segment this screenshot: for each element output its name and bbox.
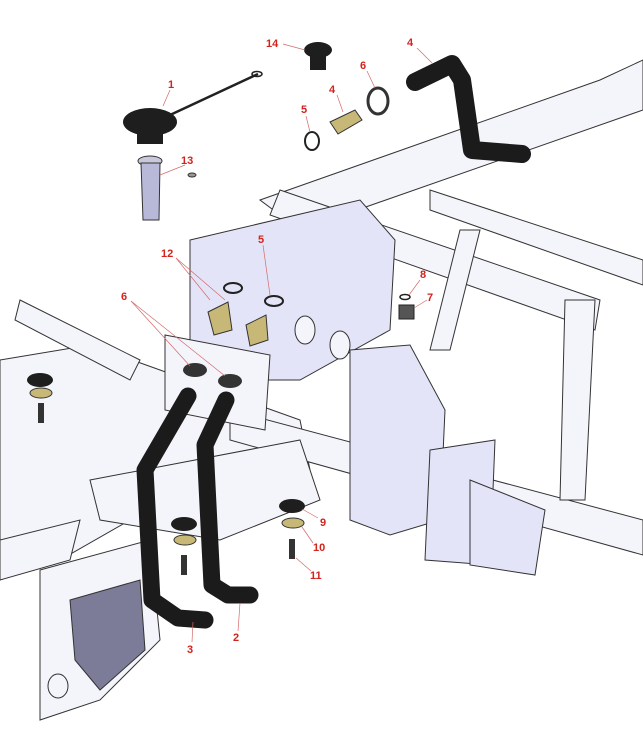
callout-6-top: 6 (360, 60, 366, 72)
hose-3 (136, 387, 214, 629)
cap-1 (123, 70, 263, 144)
hose-4 (406, 55, 531, 163)
callout-8: 8 (420, 269, 426, 281)
callout-3: 3 (187, 644, 193, 656)
fitting-4 (329, 109, 363, 135)
callout-7: 7 (427, 292, 433, 304)
mount-9-10-11 (27, 373, 305, 575)
fitting-12 (207, 301, 269, 347)
callout-14: 14 (266, 38, 279, 50)
hose-2 (196, 391, 259, 604)
leader-lines (130, 43, 433, 643)
strainer-13 (137, 155, 197, 221)
frame-assembly (0, 59, 643, 721)
callout-5-mid: 5 (258, 234, 264, 246)
clamp-6 (183, 86, 390, 388)
callout-1: 1 (168, 79, 174, 91)
callout-2: 2 (233, 632, 239, 644)
callout-12: 12 (161, 248, 173, 260)
nut-7-washer-8 (398, 293, 415, 320)
callout-5-top: 5 (301, 104, 307, 116)
callout-4-fitting: 4 (329, 84, 336, 96)
callout-4-hose: 4 (407, 37, 414, 49)
callout-11: 11 (310, 570, 322, 582)
oring-5 (223, 131, 320, 307)
cap-14 (304, 42, 332, 70)
callout-9: 9 (320, 517, 326, 529)
callout-13: 13 (181, 155, 193, 167)
callout-10: 10 (313, 542, 325, 554)
callout-6-mid: 6 (121, 291, 127, 303)
